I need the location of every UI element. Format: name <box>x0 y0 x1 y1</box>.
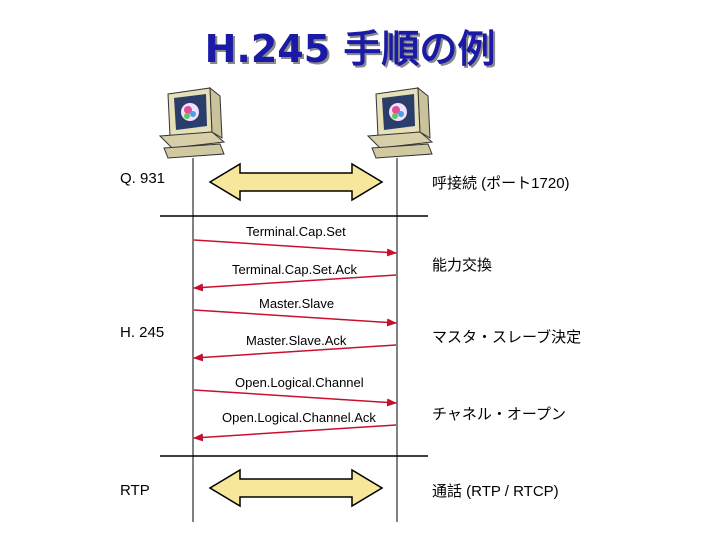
message-label: Open.Logical.Channel.Ack <box>222 410 376 425</box>
phase-label-q931: Q. 931 <box>120 170 166 187</box>
message-label: Master.Slave <box>259 296 335 311</box>
phase-label-rtp: RTP <box>120 482 150 499</box>
message-label: Open.Logical.Channel <box>235 375 364 390</box>
phase-label-h245: H. 245 <box>120 324 165 341</box>
step-label: マスタ・スレーブ決定 <box>432 329 582 346</box>
computer-icon <box>366 86 434 159</box>
computer-icon <box>158 86 226 159</box>
media-label: 通話 (RTP / RTCP) <box>432 483 559 500</box>
step-label: 能力交換 <box>432 257 493 274</box>
message-label: Terminal.Cap.Set.Ack <box>232 262 357 277</box>
message-arrow <box>193 344 397 362</box>
step-label: チャネル・オープン <box>432 406 566 423</box>
page-title: H.245 手順の例 <box>204 27 496 71</box>
message-arrow <box>193 424 397 442</box>
message-arrow <box>193 309 397 327</box>
bidirectional-arrow-rtp <box>208 468 384 508</box>
message-label: Terminal.Cap.Set <box>246 224 346 239</box>
call-setup-label: 呼接続 (ポート1720) <box>432 175 570 192</box>
bidirectional-arrow-q931 <box>208 162 384 202</box>
message-arrow <box>193 274 397 292</box>
message-arrow <box>193 389 397 407</box>
message-label: Master.Slave.Ack <box>246 333 347 348</box>
message-arrow <box>193 239 397 257</box>
